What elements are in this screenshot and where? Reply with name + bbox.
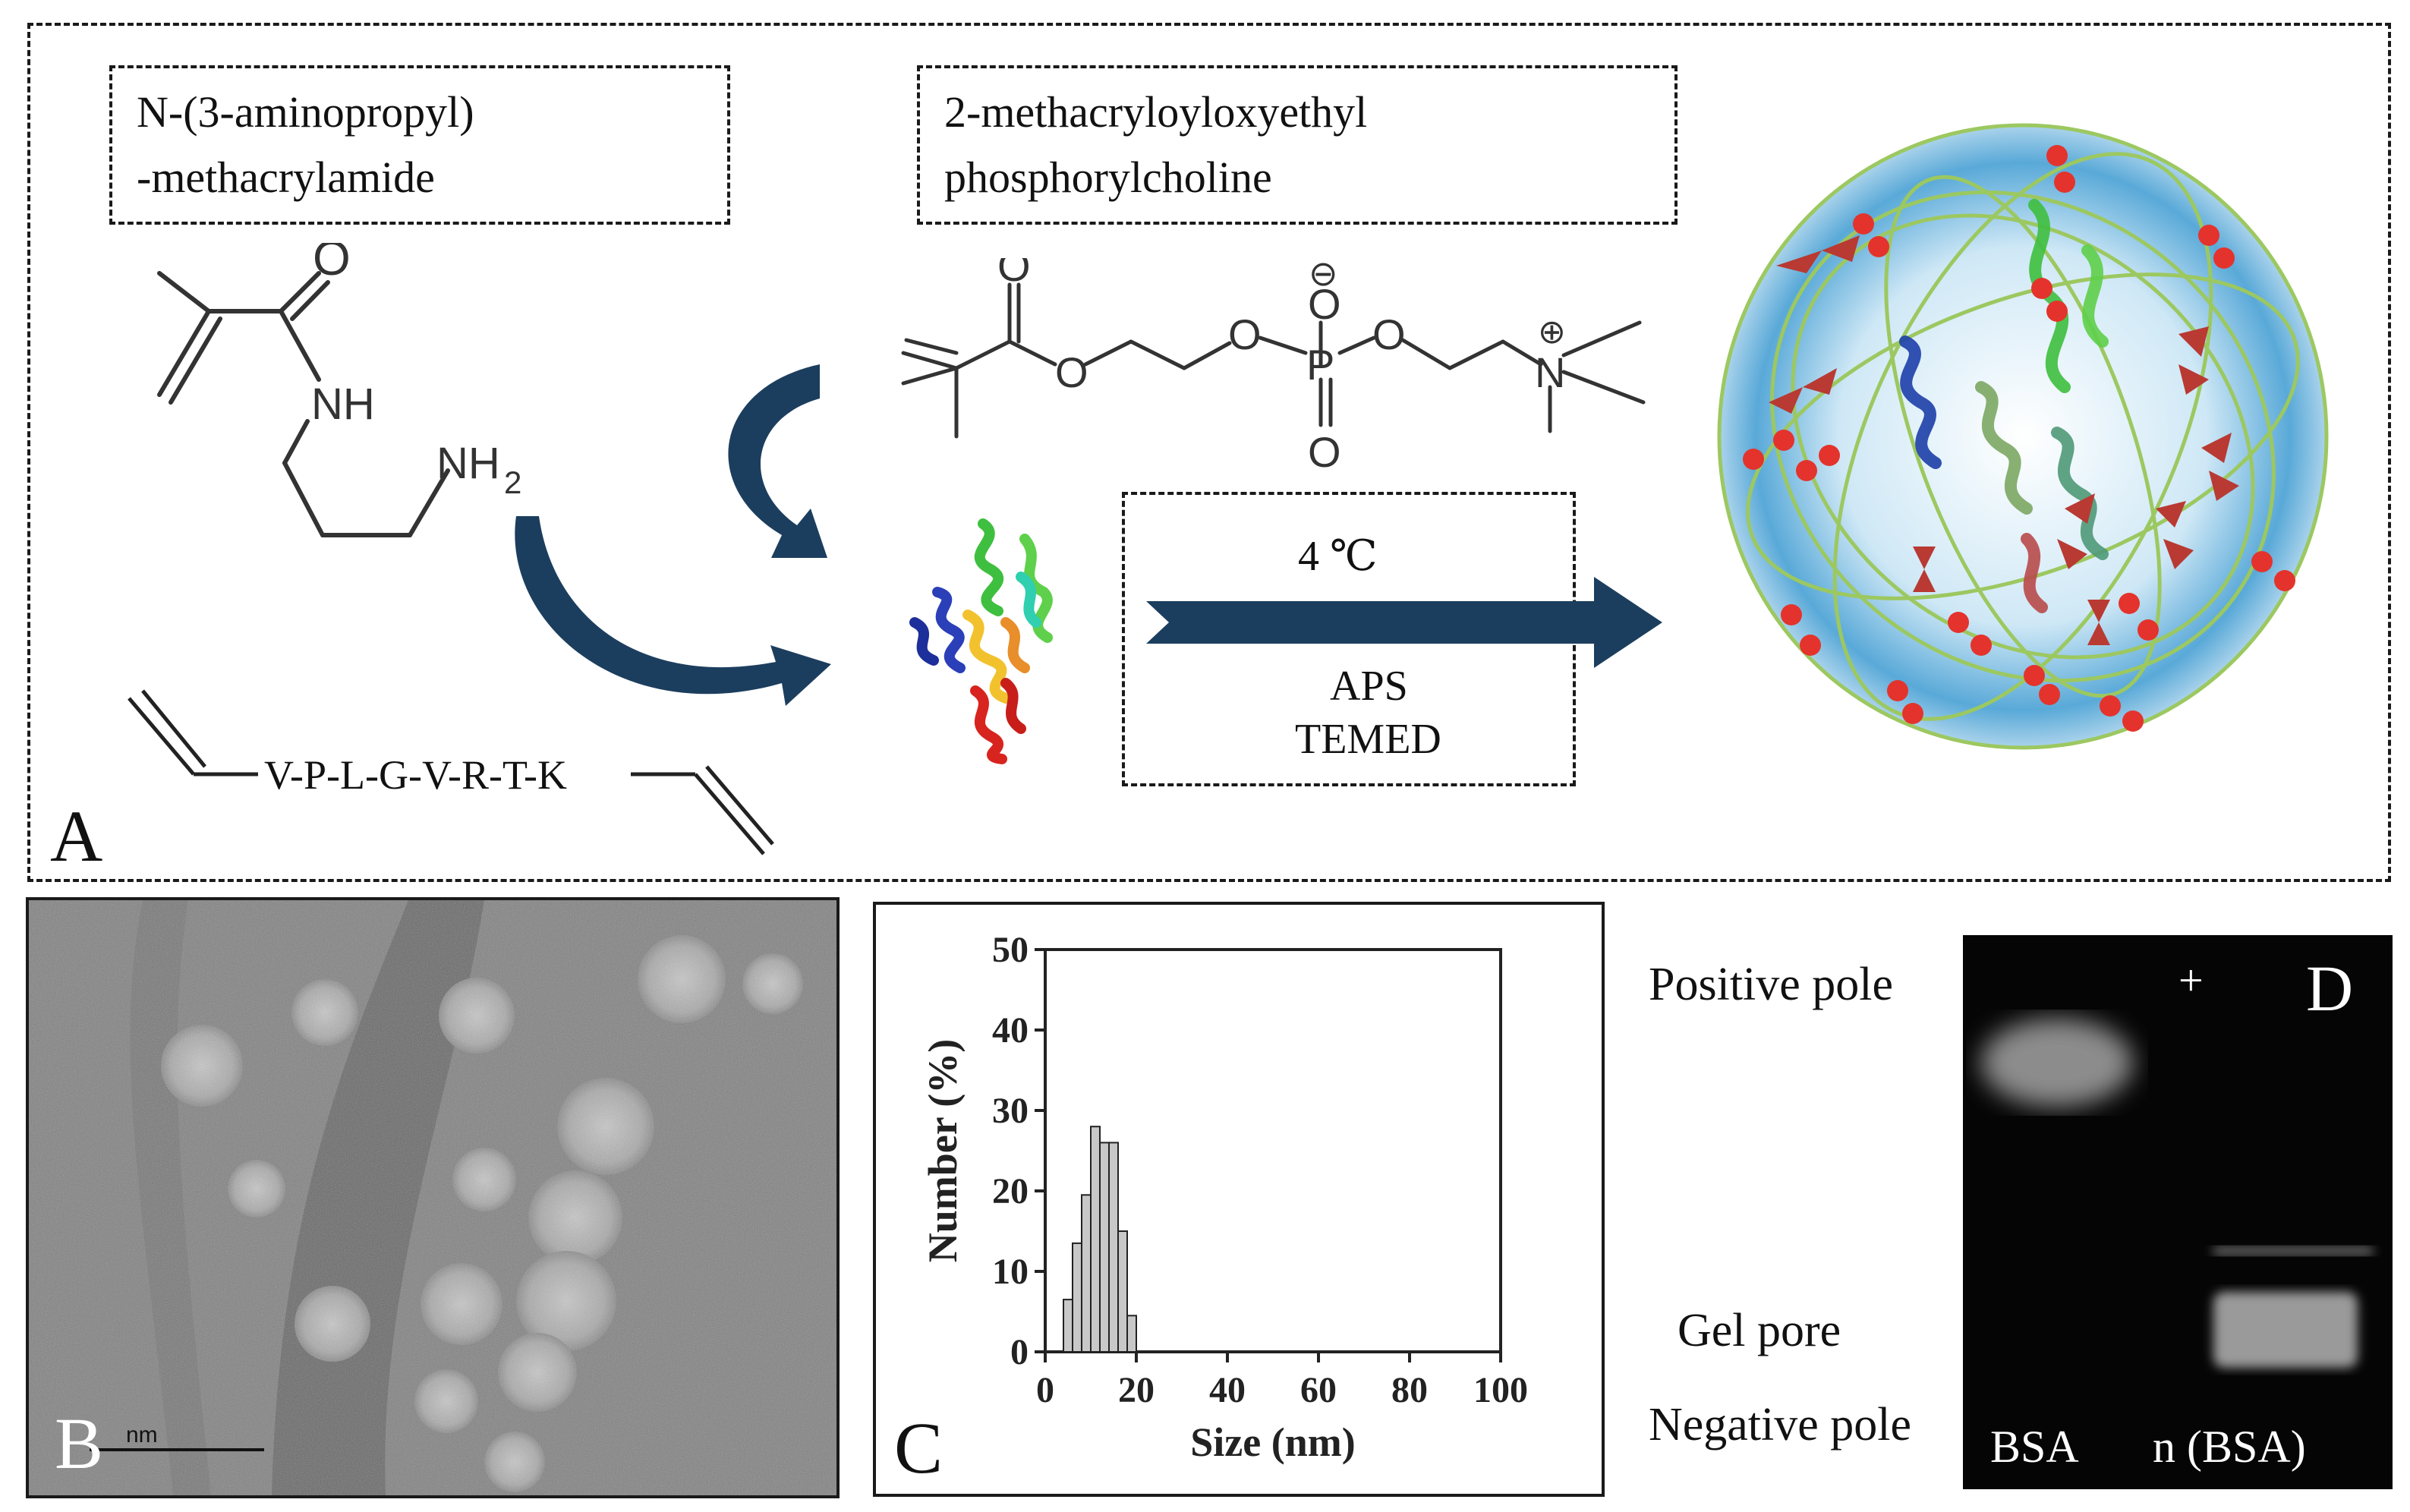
ether-oxygen-1: O xyxy=(1228,310,1262,358)
curved-arrow-top xyxy=(728,364,827,558)
panel-b-frame: nm B xyxy=(26,897,840,1498)
positive-pole-label: Positive pole xyxy=(1649,959,1894,1010)
x-tick-label: 100 xyxy=(1473,1370,1528,1410)
ester-carbonyl-oxygen: O xyxy=(997,258,1031,290)
y-tick-label: 40 xyxy=(992,1010,1029,1051)
histogram-bar xyxy=(1063,1299,1073,1353)
initiator-aps: APS xyxy=(1330,663,1408,710)
phosphate-oxygen-top: O xyxy=(1308,280,1341,328)
gel-bands xyxy=(1981,1019,2373,1368)
histogram-bar xyxy=(1126,1315,1137,1353)
panel-c-letter: C xyxy=(894,1407,944,1488)
histogram-bar xyxy=(1090,1126,1101,1353)
gel-image: + D BSA n (BSA) xyxy=(1963,935,2393,1489)
reaction-arrow xyxy=(1146,577,1662,668)
histogram-bar xyxy=(1099,1142,1110,1353)
initiator-temed: TEMED xyxy=(1295,716,1441,763)
histogram-bar xyxy=(1081,1194,1092,1353)
x-tick-label: 20 xyxy=(1118,1370,1155,1410)
reaction-temperature: 4 ℃ xyxy=(1298,533,1378,580)
phosphate-oxygen-bottom: O xyxy=(1308,428,1341,471)
panel-d-letter: D xyxy=(2306,952,2354,1025)
panel-b-letter: B xyxy=(55,1403,104,1484)
panel-a-letter: A xyxy=(50,795,103,877)
ester-oxygen: O xyxy=(1055,348,1088,396)
monomer1-label-box xyxy=(109,65,730,225)
monomer1-name-line2: -methacrylamide xyxy=(137,153,435,202)
lane-label-bsa: BSA xyxy=(1990,1422,2079,1472)
y-tick-label: 50 xyxy=(992,930,1029,970)
monomer2-name-line1: 2-methacryloyloxyethyl xyxy=(944,87,1368,137)
plot-area-frame xyxy=(1044,948,1502,1353)
x-axis-label: Size (nm) xyxy=(1190,1419,1355,1465)
monomer2-label-box xyxy=(917,65,1678,225)
x-tick-label: 80 xyxy=(1391,1370,1428,1410)
x-tick-label: 0 xyxy=(1036,1370,1054,1410)
gel-pore-line xyxy=(2213,1246,2373,1255)
negative-pole-label: Negative pole xyxy=(1649,1399,1912,1451)
y-tick-label: 20 xyxy=(992,1171,1029,1211)
nbsa-band xyxy=(2213,1292,2358,1368)
peptide-vinyl-left xyxy=(128,689,258,776)
peptide-sequence: V-P-L-G-V-R-T-K xyxy=(264,752,568,798)
peptide-vinyl-right xyxy=(631,765,774,855)
y-tick-label: 10 xyxy=(992,1252,1029,1292)
monomer1-name-line1: N-(3-aminopropyl) xyxy=(137,87,474,137)
mpc-structure: O O O P O ⊖ O O N ⊕ xyxy=(901,258,1646,471)
panel-a-frame xyxy=(27,23,2391,882)
panel-c-frame xyxy=(873,902,1605,1497)
positive-charge-symbol: ⊕ xyxy=(1538,313,1566,351)
amide-nh-atom: NH xyxy=(311,380,375,429)
y-tick-label: 30 xyxy=(992,1091,1029,1131)
histogram-bar xyxy=(1117,1230,1128,1353)
ether-oxygen-2: O xyxy=(1372,310,1406,358)
aminopropyl-methacrylamide-structure: O NH NH 2 xyxy=(157,243,521,537)
amine-nh2-atom: NH xyxy=(436,439,500,488)
phosphorus-atom: P xyxy=(1306,341,1334,389)
size-distribution-chart: 0 20 40 60 80 100 0 10 20 30 40 50 Size (nm) Numbe… xyxy=(920,930,1528,1465)
y-tick-label: 0 xyxy=(1010,1332,1029,1372)
histogram-bar xyxy=(1072,1242,1082,1353)
tem-scale-bar-unit: nm xyxy=(126,1422,158,1447)
nanogel-illustration xyxy=(1717,123,2329,750)
curved-arrow-bottom xyxy=(515,516,831,706)
histogram-bar xyxy=(1108,1142,1119,1353)
tem-micrograph xyxy=(29,900,836,1495)
x-tick-label: 60 xyxy=(1300,1370,1337,1410)
y-axis-label: Number (%) xyxy=(920,1039,966,1262)
monomer2-name-line2: phosphorylcholine xyxy=(944,153,1272,202)
negative-charge-symbol: ⊖ xyxy=(1309,258,1338,293)
amine-subscript-2: 2 xyxy=(504,465,521,500)
gel-plus-sign: + xyxy=(2178,956,2204,1005)
lane-label-nbsa: n (BSA) xyxy=(2153,1422,2306,1472)
ammonium-nitrogen: N xyxy=(1535,348,1565,396)
bsa-band xyxy=(1981,1019,2133,1107)
x-tick-label: 40 xyxy=(1209,1370,1246,1410)
gel-pore-label: Gel pore xyxy=(1678,1305,1841,1356)
protein-bsa-image xyxy=(909,518,1053,764)
carbonyl-oxygen-atom: O xyxy=(313,243,351,285)
